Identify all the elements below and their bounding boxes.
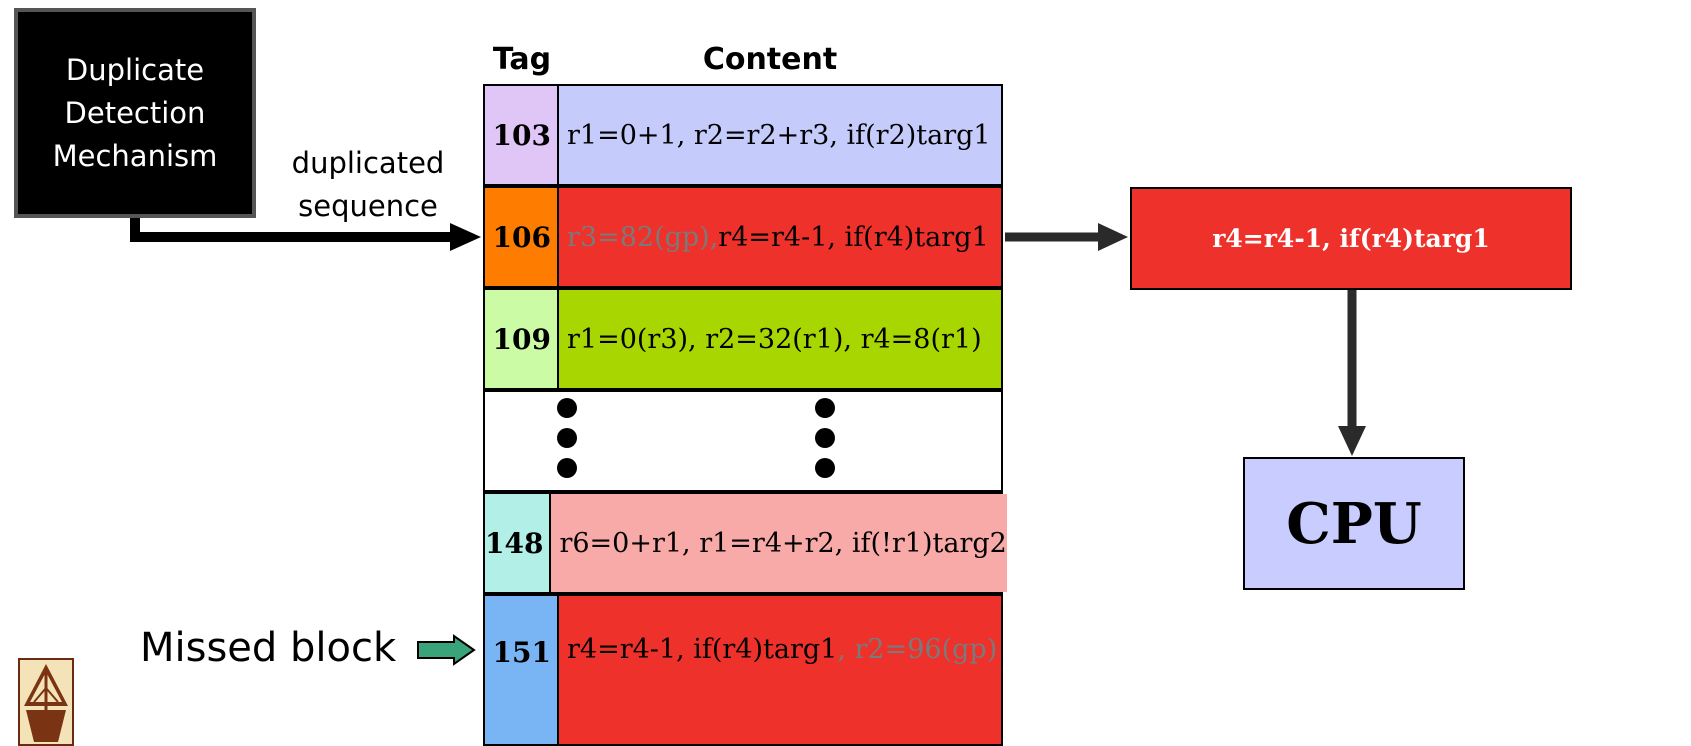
row-content: r4=r4-1, if(r4)targ1 , r2=96(gp) <box>559 596 1001 744</box>
row-content-faded-text: r3=82(gp), <box>567 221 719 253</box>
row-content-text: r1=0+1, r2=r2+r3, if(r2)targ1 <box>567 119 991 151</box>
cpu-box: CPU <box>1243 457 1465 590</box>
output-to-cpu-arrowhead <box>1338 426 1366 456</box>
row-tag: 106 <box>485 188 559 286</box>
row-content-text: r4=r4-1, if(r4)targ1 <box>718 221 989 253</box>
content-column-header: Content <box>702 42 838 77</box>
missed-block-arrow <box>417 634 476 666</box>
ellipsis-tag-cell <box>485 392 559 490</box>
cache-row-151: 151 r4=r4-1, if(r4)targ1 , r2=96(gp) <box>483 594 1003 746</box>
duplicated-label-line-2: sequence <box>298 189 438 223</box>
cache-row-103: 103 r1=0+1, r2=r2+r3, if(r2)targ1 <box>483 84 1003 186</box>
duplicate-detection-box: Duplicate Detection Mechanism <box>14 8 256 218</box>
duplicated-sequence-label: duplicated sequence <box>268 142 468 228</box>
table-to-output-arrowhead <box>1098 223 1128 251</box>
row-content-text: r1=0(r3), r2=32(r1), r4=8(r1) <box>567 323 982 355</box>
detector-line-3: Mechanism <box>52 138 218 173</box>
row-tag: 103 <box>485 86 559 184</box>
ellipsis-dot <box>815 428 835 448</box>
cache-row-106: 106 r3=82(gp), r4=r4-1, if(r4)targ1 <box>483 186 1003 288</box>
row-content: r6=0+r1, r1=r4+r2, if(!r1)targ2 <box>551 494 1007 592</box>
row-content: r1=0(r3), r2=32(r1), r4=8(r1) <box>559 290 1001 388</box>
duplicated-label-line-1: duplicated <box>291 146 445 180</box>
dup-to-table-arrow-line <box>130 218 452 242</box>
row-tag: 109 <box>485 290 559 388</box>
university-logo-icon <box>18 658 74 746</box>
row-content-text: r4=r4-1, if(r4)targ1 <box>567 634 838 665</box>
ellipsis-dot <box>815 458 835 478</box>
ellipsis-content-cell <box>559 392 1001 490</box>
row-content: r3=82(gp), r4=r4-1, if(r4)targ1 <box>559 188 1001 286</box>
ellipsis-dot <box>557 398 577 418</box>
detector-line-2: Detection <box>64 95 206 130</box>
row-tag: 151 <box>485 596 559 744</box>
row-tag: 148 <box>485 494 552 592</box>
cache-row-109: 109 r1=0(r3), r2=32(r1), r4=8(r1) <box>483 288 1003 390</box>
ellipsis-dot <box>557 458 577 478</box>
missed-block-label: Missed block <box>140 625 397 671</box>
row-content-text: r6=0+r1, r1=r4+r2, if(!r1)targ2 <box>559 527 1007 559</box>
ellipsis-dot <box>557 428 577 448</box>
cache-row-148: 148 r6=0+r1, r1=r4+r2, if(!r1)targ2 <box>483 492 1007 594</box>
row-content: r1=0+1, r2=r2+r3, if(r2)targ1 <box>559 86 1001 184</box>
row-content-faded-text: , r2=96(gp) <box>837 634 998 665</box>
detector-line-1: Duplicate <box>65 52 205 87</box>
ellipsis-dot <box>815 398 835 418</box>
output-instruction-box: r4=r4-1, if(r4)targ1 <box>1130 187 1572 290</box>
tag-column-header: Tag <box>492 42 552 77</box>
dup-to-table-arrowhead <box>450 223 481 251</box>
